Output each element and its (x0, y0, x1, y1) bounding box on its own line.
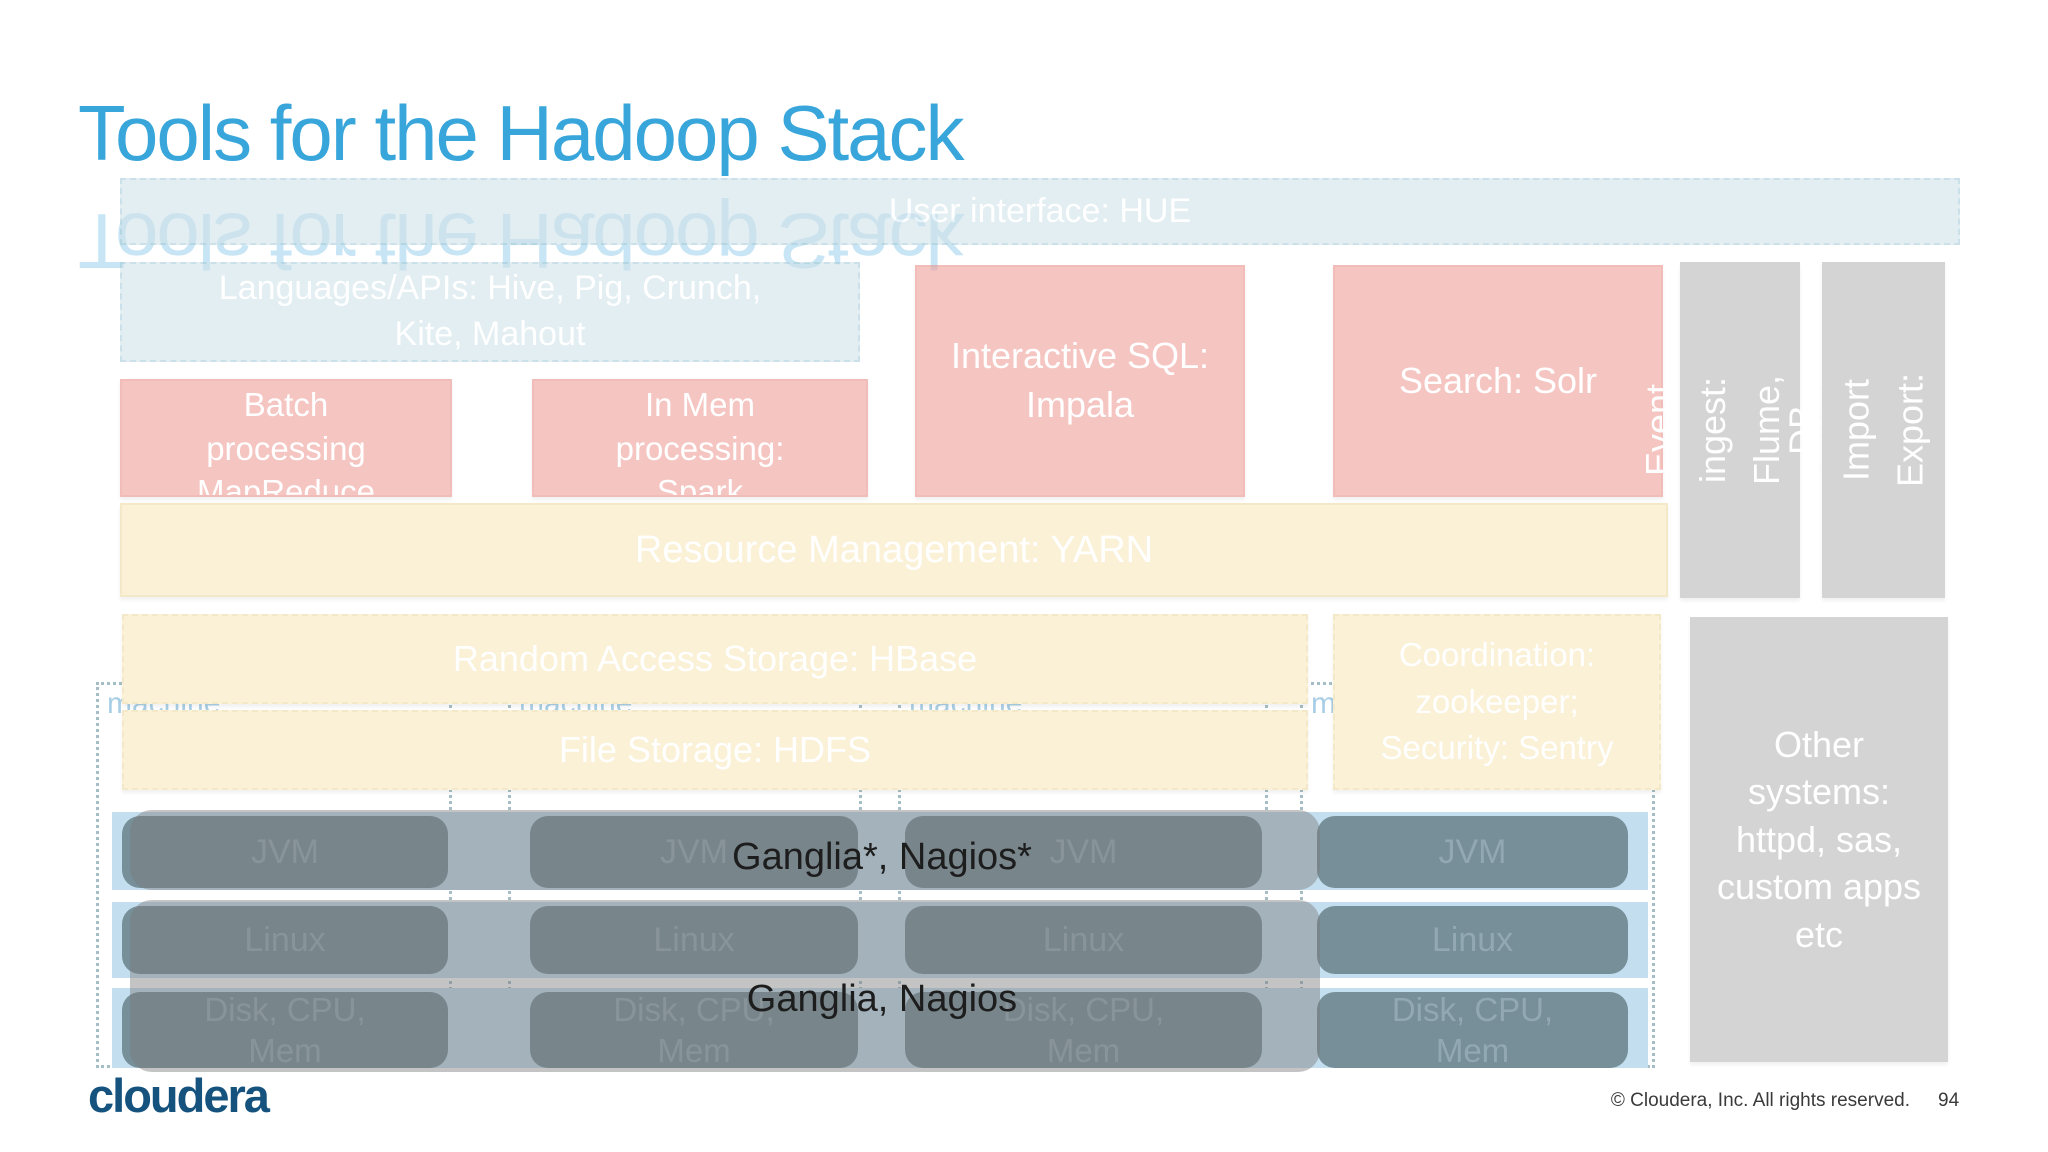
disk-box-4: Disk, CPU, Mem (1317, 992, 1628, 1068)
layer-yarn: Resource Management: YARN (120, 503, 1668, 597)
disk-box-3: Disk, CPU, Mem (905, 992, 1262, 1068)
jvm-box-2: JVM (530, 816, 858, 888)
page-number: 94 (1938, 1090, 1960, 1111)
layer-impala: Interactive SQL: Impala (915, 265, 1245, 497)
layer-hue: User interface: HUE (120, 178, 1960, 245)
linux-box-1: Linux (122, 906, 448, 974)
layer-coordination-security: Coordination: zookeeper; Security: Sentr… (1333, 614, 1661, 790)
layer-event-ingest: Event ingest: Flume, Kafka (1638, 262, 1841, 598)
layer-hbase: Random Access Storage: HBase (122, 614, 1308, 704)
page-title: Tools for the Hadoop Stack (78, 89, 965, 177)
monitoring-band-bottom (130, 900, 1320, 1072)
copyright-text: © Cloudera, Inc. All rights reserved. (1610, 1090, 1910, 1111)
layer-languages-apis: Languages/APIs: Hive, Pig, Crunch, Kite,… (120, 262, 860, 362)
layer-solr: Search: Solr (1333, 265, 1663, 497)
monitoring-label-ganglia-nagios: Ganglia, Nagios (746, 978, 1018, 1020)
linux-box-2: Linux (530, 906, 858, 974)
jvm-box-3: JVM (905, 816, 1262, 888)
layer-batch-mapreduce: Batch processing MapReduce (120, 379, 452, 497)
linux-box-4: Linux (1317, 906, 1628, 974)
jvm-box-4: JVM (1317, 816, 1628, 888)
layer-inmem-spark: In Mem processing: Spark (532, 379, 868, 497)
jvm-box-1: JVM (122, 816, 448, 888)
disk-box-2: Disk, CPU, Mem (530, 992, 858, 1068)
disk-box-1: Disk, CPU, Mem (122, 992, 448, 1068)
cloudera-logo: cloudera (88, 1069, 270, 1122)
layer-db-import-export: DB Import Export: Sqoop (1782, 262, 1985, 598)
layer-hdfs: File Storage: HDFS (122, 710, 1308, 790)
monitoring-label-ganglia-nagios-star: Ganglia*, Nagios* (732, 836, 1032, 878)
linux-box-3: Linux (905, 906, 1262, 974)
monitoring-band-top (130, 810, 1320, 890)
layer-other-systems: Other systems: httpd, sas, custom apps e… (1690, 617, 1948, 1062)
